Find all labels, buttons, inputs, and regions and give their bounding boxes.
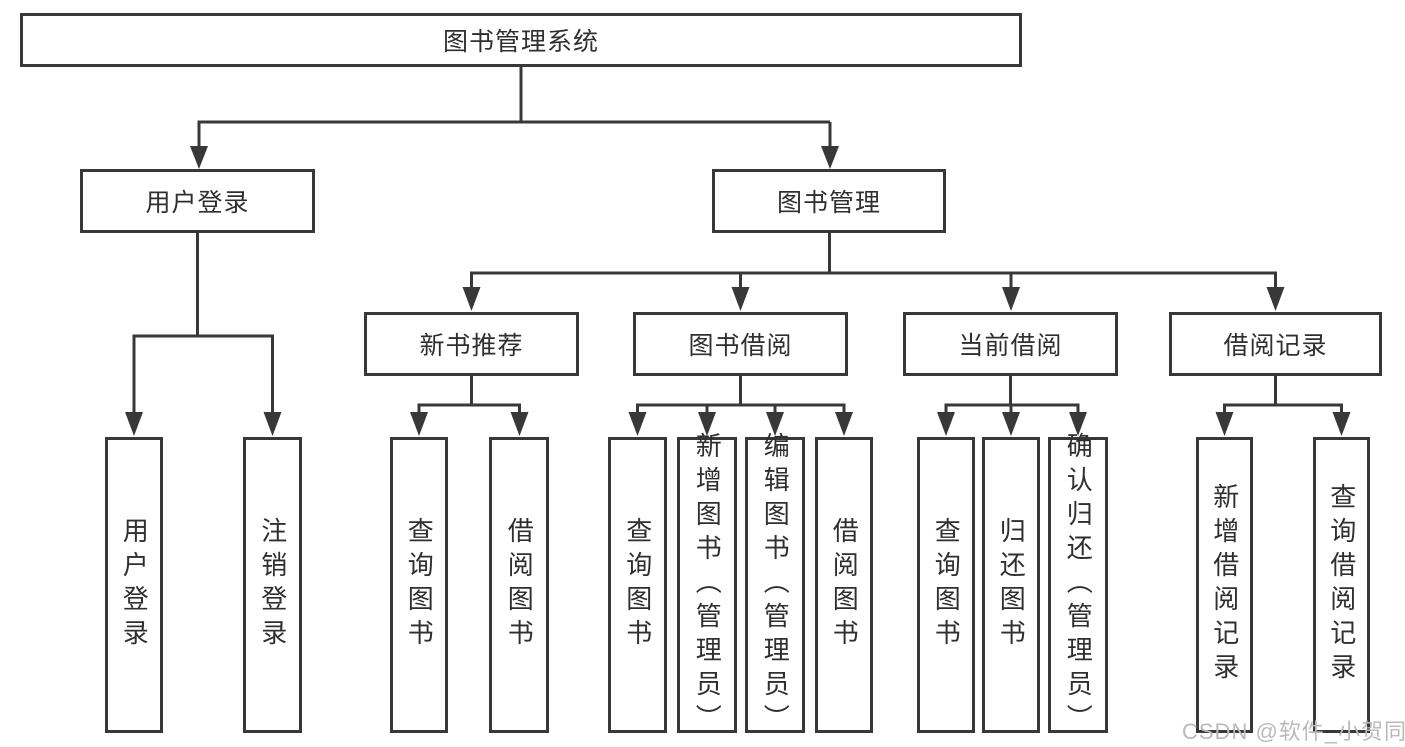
leaf-logout: 注销登录 — [243, 437, 302, 733]
leaf-current-query-books: 查询图书 — [917, 437, 975, 733]
connector-book-borrow-branch — [628, 374, 853, 436]
node-borrow-record-label: 借阅记录 — [1223, 332, 1328, 360]
node-current-borrow-label: 当前借阅 — [958, 332, 1063, 360]
arrow-head — [263, 412, 282, 436]
arrow-head — [937, 412, 955, 436]
arrow-head — [510, 412, 529, 436]
leaf-edit-books-admin-label: 编辑图书（管理员） — [760, 432, 791, 738]
leaf-recommend-query-books: 查询图书 — [390, 437, 448, 733]
leaf-query-borrow-record-label: 查询借阅记录 — [1326, 483, 1357, 687]
node-new-book-recommend: 新书推荐 — [364, 312, 579, 376]
connector-new-book-branch — [410, 374, 529, 436]
arrow-head — [125, 412, 143, 436]
arrow-head — [1002, 287, 1020, 311]
leaf-recommend-borrow-books-label: 借阅图书 — [504, 517, 535, 653]
leaf-query-borrow-record: 查询借阅记录 — [1313, 437, 1370, 733]
connector-current-borrow-branch — [937, 374, 1087, 436]
arrow-head — [821, 146, 839, 169]
node-new-book-recommend-label: 新书推荐 — [419, 332, 524, 360]
leaf-return-books: 归还图书 — [982, 437, 1040, 733]
arrow-head — [462, 287, 481, 311]
leaf-user-login: 用户登录 — [105, 437, 163, 733]
leaf-add-borrow-record-label: 新增借阅记录 — [1209, 483, 1240, 687]
arrow-head — [835, 412, 853, 436]
leaf-confirm-return-admin-label: 确认归还（管理员） — [1063, 432, 1094, 738]
arrow-head — [766, 412, 784, 436]
arrow-head — [190, 146, 208, 169]
csdn-watermark: CSDN @软件_小贺同学 — [1182, 719, 1405, 744]
arrow-head — [1069, 412, 1087, 436]
node-book-management: 图书管理 — [712, 169, 946, 233]
arrow-head — [731, 287, 750, 311]
leaf-borrow-query-books: 查询图书 — [608, 437, 667, 733]
leaf-borrow-query-books-label: 查询图书 — [622, 517, 653, 653]
leaf-current-query-books-label: 查询图书 — [931, 517, 962, 653]
connector-user-login-branch — [125, 232, 282, 436]
node-user-login-label: 用户登录 — [145, 189, 250, 217]
node-library-system-label: 图书管理系统 — [442, 28, 599, 56]
leaf-edit-books-admin: 编辑图书（管理员） — [745, 432, 805, 738]
node-book-management-label: 图书管理 — [776, 189, 881, 217]
node-book-borrow: 图书借阅 — [633, 312, 848, 376]
arrow-head — [1215, 412, 1234, 436]
node-current-borrow: 当前借阅 — [903, 312, 1118, 376]
leaf-user-login-label: 用户登录 — [119, 517, 150, 653]
node-user-login: 用户登录 — [80, 169, 315, 233]
leaf-add-borrow-record: 新增借阅记录 — [1196, 437, 1253, 733]
leaf-borrow-books-label: 借阅图书 — [829, 517, 860, 653]
node-borrow-record: 借阅记录 — [1169, 312, 1382, 376]
arrow-head — [1002, 412, 1020, 436]
node-library-system: 图书管理系统 — [20, 13, 1022, 67]
leaf-confirm-return-admin: 确认归还（管理员） — [1048, 432, 1108, 738]
leaf-add-books-admin: 新增图书（管理员） — [677, 432, 737, 738]
leaf-return-books-label: 归还图书 — [996, 517, 1027, 653]
leaf-recommend-borrow-books: 借阅图书 — [489, 437, 549, 733]
leaf-add-books-admin-label: 新增图书（管理员） — [692, 432, 723, 738]
connector-book-management-to-level3 — [462, 232, 1285, 311]
connector-borrow-record-branch — [1215, 374, 1351, 436]
leaf-recommend-query-books-label: 查询图书 — [404, 517, 435, 653]
arrow-head — [1332, 412, 1351, 436]
connector-root-to-level2 — [190, 65, 839, 169]
arrow-head — [410, 412, 428, 436]
arrow-head — [628, 412, 647, 436]
node-book-borrow-label: 图书借阅 — [688, 332, 793, 360]
leaf-logout-label: 注销登录 — [257, 517, 288, 653]
leaf-borrow-books: 借阅图书 — [815, 437, 873, 733]
arrow-head — [1266, 287, 1285, 311]
arrow-head — [698, 412, 716, 436]
